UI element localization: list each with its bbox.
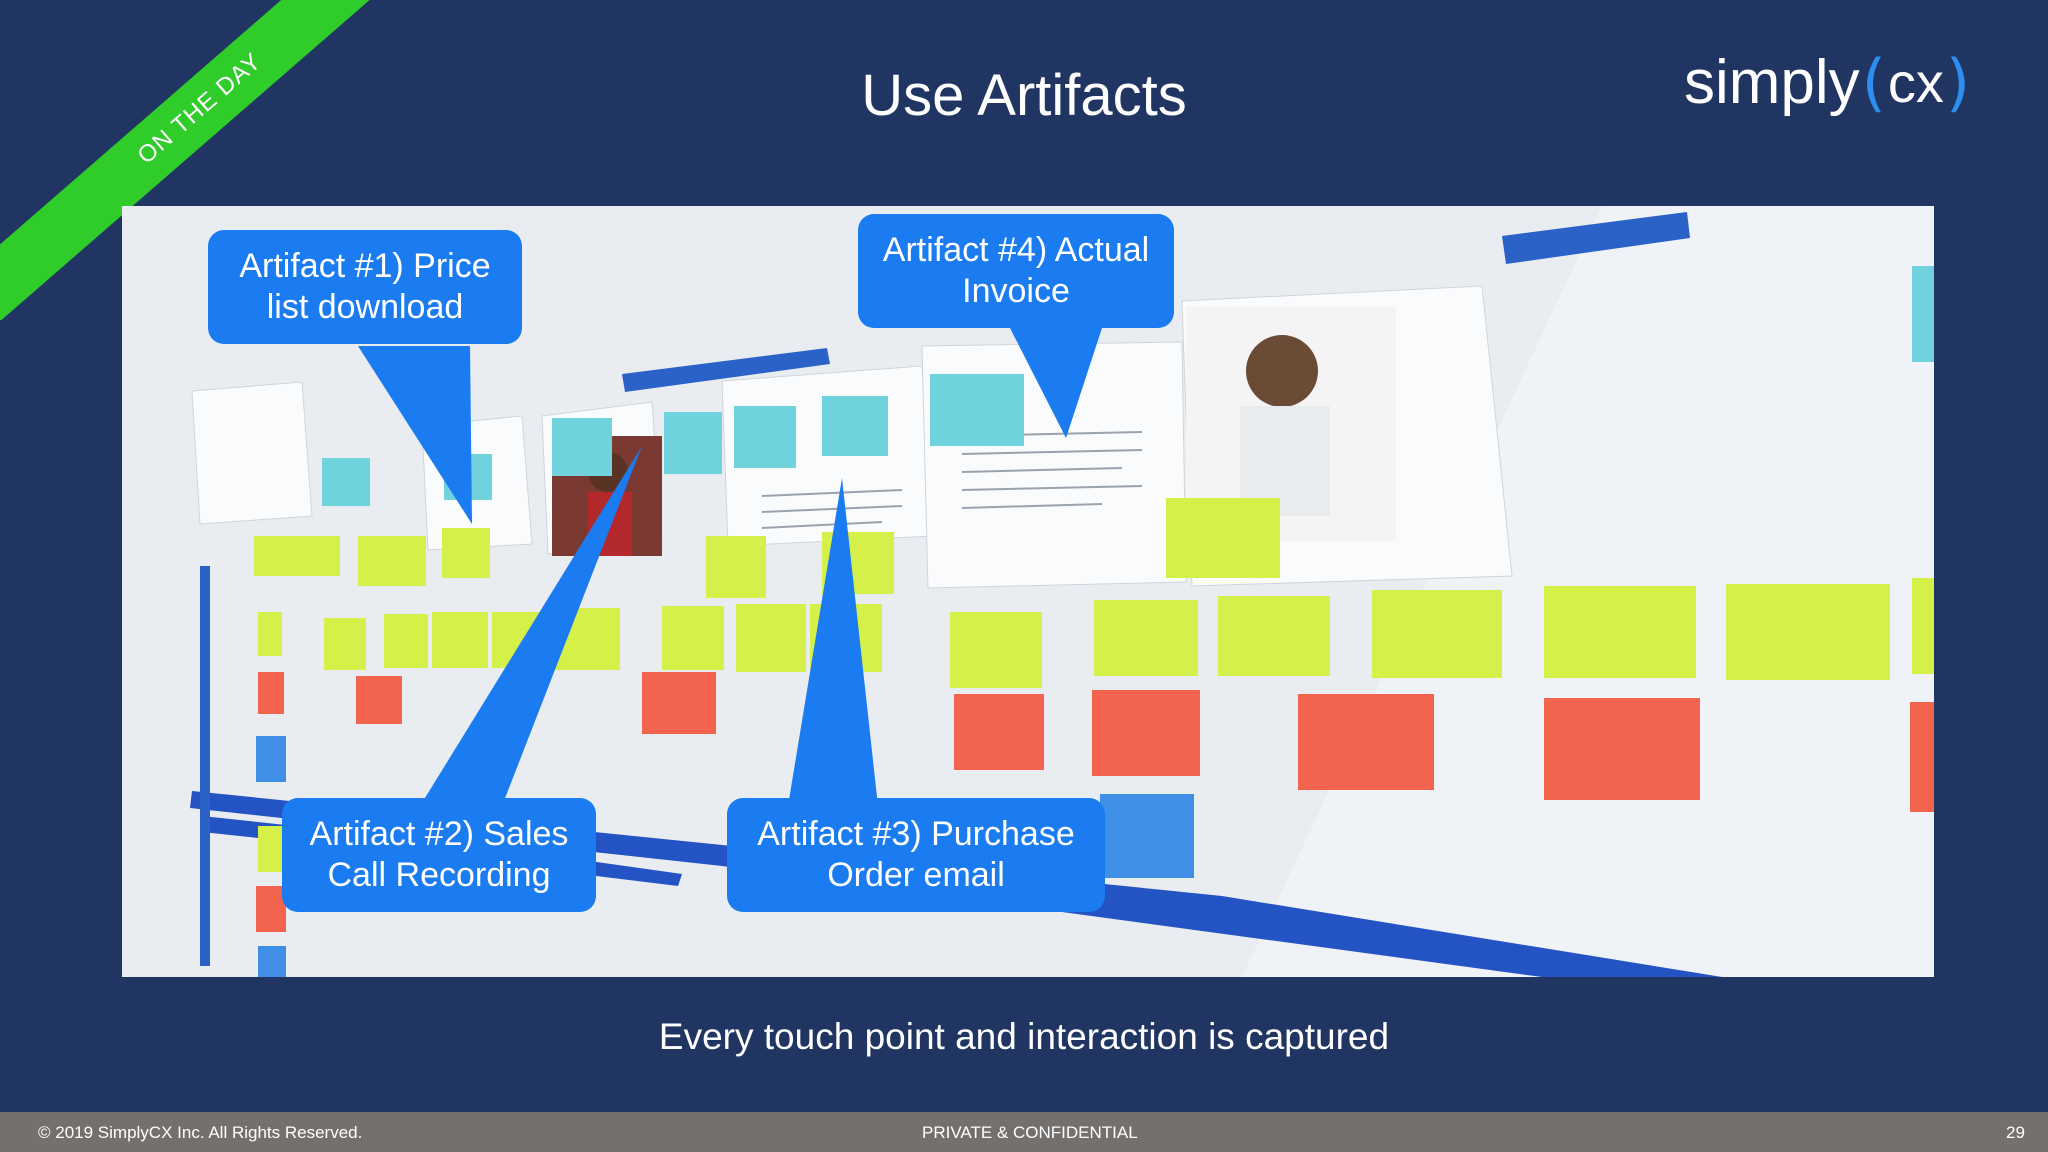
blue-tape xyxy=(622,348,830,392)
blue-tape xyxy=(1502,212,1690,264)
callout-artifact-3: Artifact #3) Purchase Order email xyxy=(727,798,1105,912)
slide-title: Use Artifacts xyxy=(861,63,1187,128)
callout-artifact-2-label: Artifact #2) Sales Call Recording xyxy=(309,815,569,894)
logo-cx: cx xyxy=(1887,50,1944,114)
journey-wall-photo: Artifact #1) Price list download Artifac… xyxy=(122,206,1934,977)
callout-artifact-4: Artifact #4) Actual Invoice xyxy=(858,214,1174,328)
callout-artifact-2: Artifact #2) Sales Call Recording xyxy=(282,798,596,912)
footer-copyright: © 2019 SimplyCX Inc. All Rights Reserved… xyxy=(38,1123,363,1142)
footer-bar: © 2019 SimplyCX Inc. All Rights Reserved… xyxy=(0,1112,2048,1152)
simplycx-logo: simply ( cx ) xyxy=(1684,42,1972,122)
logo-open-brace: ( xyxy=(1861,45,1886,119)
logo-word: simply xyxy=(1684,47,1860,117)
callout-artifact-4-label: Artifact #4) Actual Invoice xyxy=(882,231,1150,310)
paper-sheet xyxy=(191,381,313,525)
footer-page-number: 29 xyxy=(2006,1123,2025,1142)
callout-artifact-3-label: Artifact #3) Purchase Order email xyxy=(757,815,1075,894)
callout-artifact-1: Artifact #1) Price list download xyxy=(208,230,522,344)
footer-confidential: PRIVATE & CONFIDENTIAL xyxy=(922,1123,1138,1142)
callout-artifact-1-label: Artifact #1) Price list download xyxy=(239,247,491,326)
logo-close-brace: ) xyxy=(1945,45,1971,119)
slide-caption: Every touch point and interaction is cap… xyxy=(658,1016,1390,1057)
